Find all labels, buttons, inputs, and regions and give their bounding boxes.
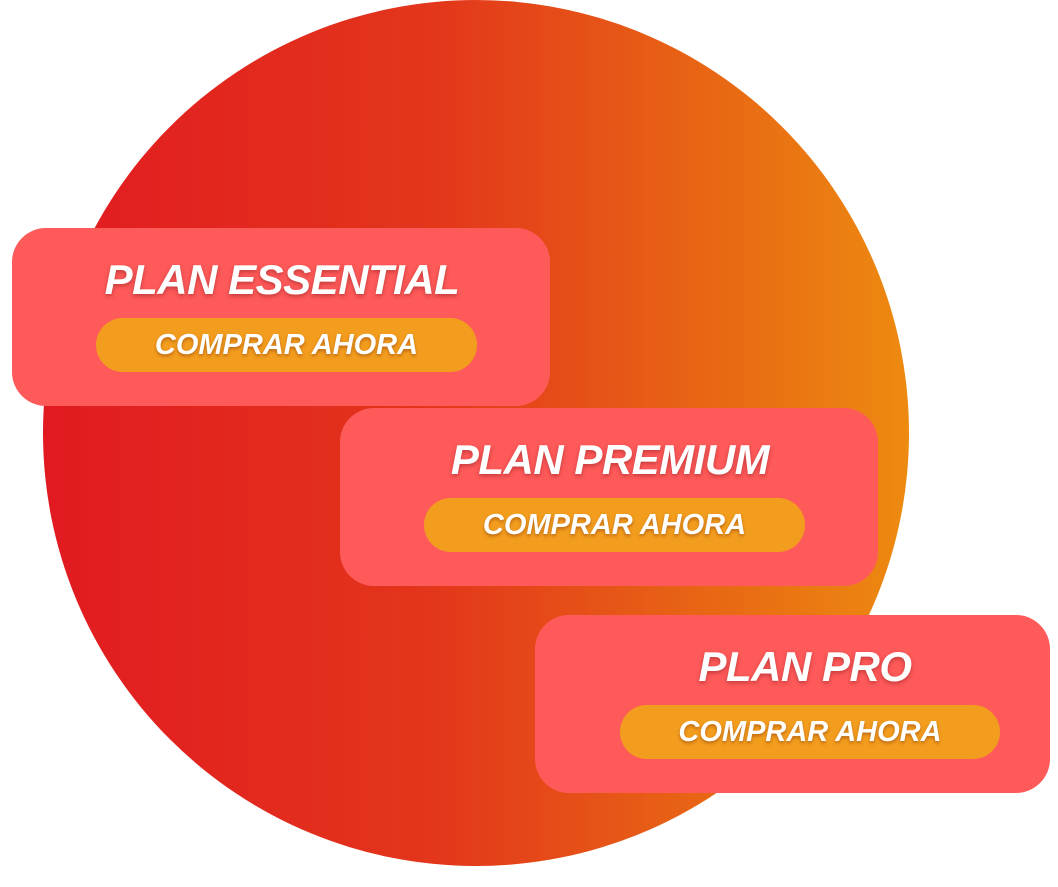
plan-card-essential: PLAN ESSENTIAL COMPRAR AHORA — [12, 228, 550, 406]
plan-title: PLAN PRO — [698, 643, 912, 690]
plan-title: PLAN PREMIUM — [450, 436, 770, 483]
plan-title: PLAN ESSENTIAL — [104, 256, 460, 303]
buy-now-button-pro[interactable]: COMPRAR AHORA — [620, 705, 1000, 759]
plan-card-pro: PLAN PRO COMPRAR AHORA — [535, 615, 1050, 793]
buy-now-button-essential[interactable]: COMPRAR AHORA — [96, 318, 477, 372]
plan-card-premium: PLAN PREMIUM COMPRAR AHORA — [340, 408, 878, 586]
buy-now-button-premium[interactable]: COMPRAR AHORA — [424, 498, 805, 552]
